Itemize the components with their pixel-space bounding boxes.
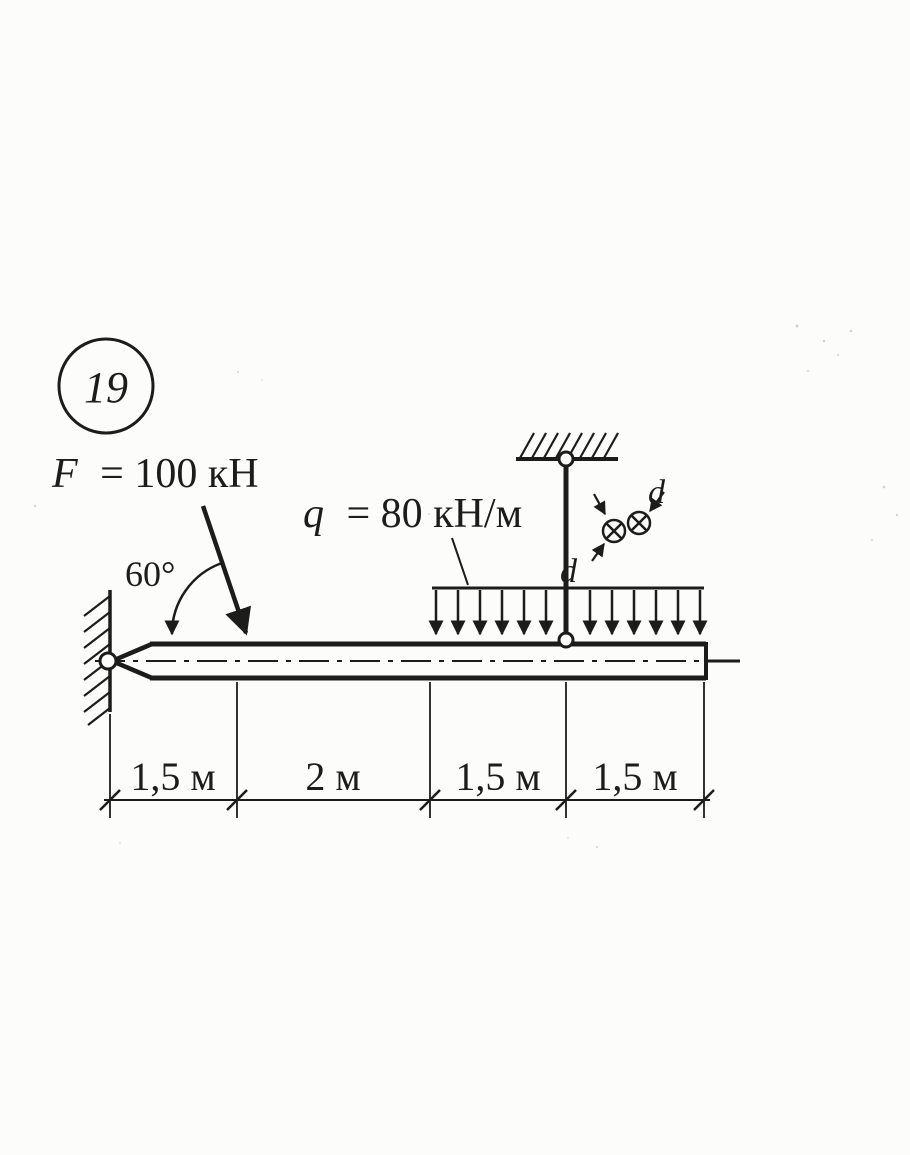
dimension-label-4: 1,5 м [592, 754, 677, 799]
rod-bottom-pin [557, 631, 575, 649]
dimension-label-3: 1,5 м [455, 754, 540, 799]
beam [95, 641, 744, 681]
angle-label: 60° [125, 554, 175, 594]
load-symbol: q [303, 491, 324, 537]
rod-section-symbols: d d [560, 474, 666, 590]
dimension-label-2: 2 м [305, 754, 360, 799]
force-label: F = 100 кН [51, 451, 259, 497]
load-leader-line [451, 537, 469, 586]
rod-top-pin [557, 450, 575, 468]
load-arrows [428, 590, 708, 636]
dimension-lines: 1,5 м 2 м 1,5 м 1,5 м [99, 682, 715, 818]
force-arrow [200, 505, 251, 636]
problem-number: 19 [84, 363, 128, 412]
section-symbol-right [626, 510, 652, 536]
diameter-leader-arrows [591, 491, 665, 562]
section-symbol-left [601, 518, 627, 544]
dimension-label-1: 1,5 м [130, 754, 215, 799]
extension-lines [109, 682, 705, 818]
load-label: q = 80 кН/м [303, 491, 522, 537]
hanging-rod-support [516, 432, 619, 649]
force-symbol: F [51, 451, 78, 497]
diameter-label-side: d [560, 553, 578, 590]
angle-annotation: 60° [125, 554, 223, 636]
problem-number-badge: 19 [57, 337, 155, 435]
angle-arc [164, 561, 223, 636]
force-value: = 100 кН [100, 451, 258, 497]
left-pin [98, 651, 118, 671]
badge-circle [57, 337, 155, 435]
dimension-ticks [99, 789, 715, 811]
load-value: = 80 кН/м [347, 491, 523, 537]
force-arrow-line [200, 505, 251, 636]
distributed-load: q = 80 кН/м [303, 491, 708, 636]
paper-speckles [33, 324, 899, 848]
diameter-label-top: d [648, 474, 666, 511]
